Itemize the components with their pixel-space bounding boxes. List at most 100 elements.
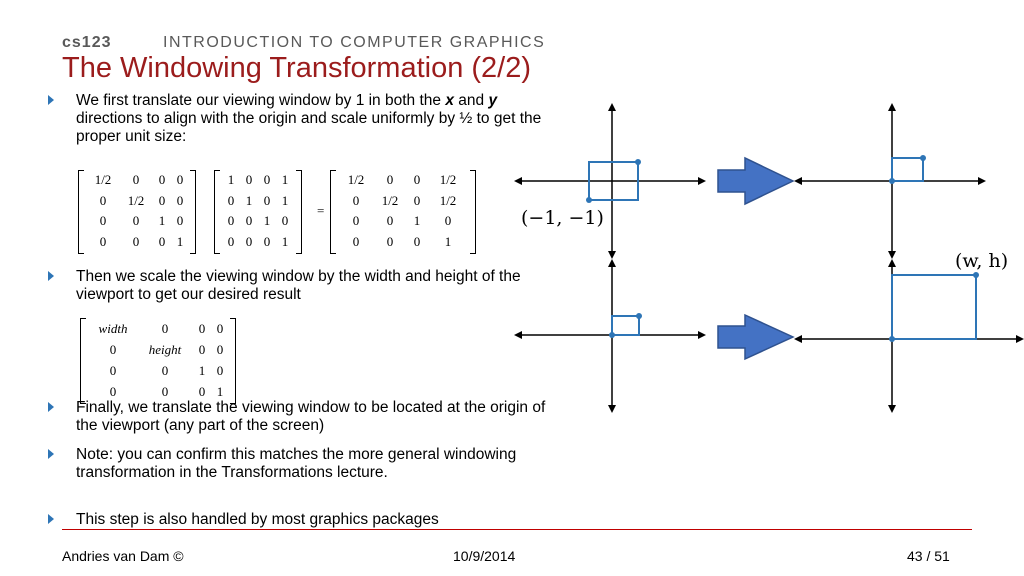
- matrix-right-bracket: [470, 170, 476, 254]
- matrix-cell: 0: [263, 192, 271, 208]
- viewing-window-rect: [588, 161, 639, 201]
- var-x: x: [445, 92, 454, 109]
- matrix-cell: 1: [158, 213, 166, 228]
- matrix-cell: 0: [227, 192, 235, 208]
- matrix-cell: 0: [386, 172, 394, 187]
- footer-date: 10/9/2014: [453, 548, 516, 564]
- matrix-cell: 0: [99, 233, 107, 249]
- matrix-cell: 0: [227, 213, 235, 228]
- matrix-cell: 0: [132, 172, 140, 187]
- slide-title: The Windowing Transformation (2/2): [62, 52, 532, 84]
- matrix-cell: 0: [161, 321, 169, 336]
- matrix-cell: 0: [132, 213, 140, 228]
- matrix-right-bracket: [190, 170, 196, 254]
- matrix-left-bracket: [214, 170, 220, 254]
- footer-author: Andries van Dam ©: [62, 548, 184, 564]
- matrix-cell: 0: [109, 342, 117, 357]
- viewport-rect: [891, 274, 977, 340]
- axes-panel-1: (−1, −1): [514, 103, 706, 259]
- triangle-bullet-icon: [48, 402, 54, 412]
- matrix-cell: 1/2: [347, 172, 365, 187]
- matrix-cell: 1: [227, 172, 235, 187]
- matrix-cell: 1: [263, 213, 271, 228]
- matrix-cell: width: [98, 321, 128, 336]
- footer-page-number: 43 / 51: [907, 548, 950, 564]
- matrix-cell: 0: [413, 192, 421, 208]
- matrix-cell: 0: [99, 213, 107, 228]
- matrix-cell: 1: [413, 213, 421, 228]
- matrix-cell: 0: [227, 233, 235, 249]
- matrix-cell: 0: [176, 192, 184, 208]
- matrix-cell: 1/2: [127, 192, 145, 208]
- matrix-cell: 0: [413, 172, 421, 187]
- matrix-cell: 0: [245, 213, 253, 228]
- triangle-bullet-icon: [48, 95, 54, 105]
- matrix-cell: 0: [158, 172, 166, 187]
- matrix-left-bracket: [78, 170, 84, 254]
- matrix-cell: 1: [281, 233, 289, 249]
- matrix-cell: 1/2: [439, 192, 457, 208]
- matrix-left-bracket: [330, 170, 336, 254]
- matrix-cell: 0: [158, 233, 166, 249]
- matrix-right-bracket: [296, 170, 302, 254]
- matrix-cell: 1: [245, 192, 253, 208]
- matrix-cell: 0: [263, 233, 271, 249]
- var-y: y: [488, 92, 498, 109]
- matrix-cell: 0: [281, 213, 289, 228]
- course-name: INTRODUCTION TO COMPUTER GRAPHICS: [163, 34, 546, 51]
- matrix-left-bracket: [80, 318, 86, 404]
- matrix-cell: 0: [386, 233, 394, 249]
- bullet-text-1: We first translate our viewing window by…: [76, 92, 542, 145]
- matrix-cell: 0: [444, 213, 452, 228]
- triangle-bullet-icon: [48, 514, 54, 524]
- axes-panel-4: (w, h): [794, 250, 1024, 413]
- bullet-text-5: This step is also handled by most graphi…: [76, 511, 439, 528]
- matrix-cell: 1: [281, 192, 289, 208]
- matrix-cell: 0: [161, 384, 169, 399]
- matrix-cell: 0: [158, 192, 166, 208]
- matrix-right-bracket: [230, 318, 236, 404]
- matrix-cell: 0: [216, 363, 224, 378]
- matrix-cell: 0: [161, 363, 169, 378]
- matrix-cell: 0: [216, 321, 224, 336]
- matrix-cell: 0: [109, 363, 117, 378]
- triangle-bullet-icon: [48, 449, 54, 459]
- matrix-cell: 0: [352, 192, 360, 208]
- axes-panel-2: [794, 103, 986, 259]
- bullet-text-3: Finally, we translate the viewing window…: [76, 399, 546, 434]
- matrix-cell: 1: [444, 233, 452, 249]
- matrix-cell: 1: [216, 384, 224, 399]
- matrix-cell: 1: [198, 363, 206, 378]
- matrix-cell: 0: [245, 172, 253, 187]
- matrix-cell: 0: [352, 213, 360, 228]
- matrix-cell: 0: [198, 342, 206, 357]
- right-arrow-icon: [717, 313, 795, 361]
- viewport-label: (w, h): [955, 250, 1008, 272]
- matrix-cell: 0: [263, 172, 271, 187]
- matrix-cell: 1/2: [94, 172, 112, 187]
- matrix-cell: 0: [352, 233, 360, 249]
- matrix-cell: 0: [216, 342, 224, 357]
- matrix-cell: 1: [176, 233, 184, 249]
- matrix-cell: 0: [99, 192, 107, 208]
- equals-sign: =: [317, 203, 325, 218]
- matrix-cell: 0: [176, 213, 184, 228]
